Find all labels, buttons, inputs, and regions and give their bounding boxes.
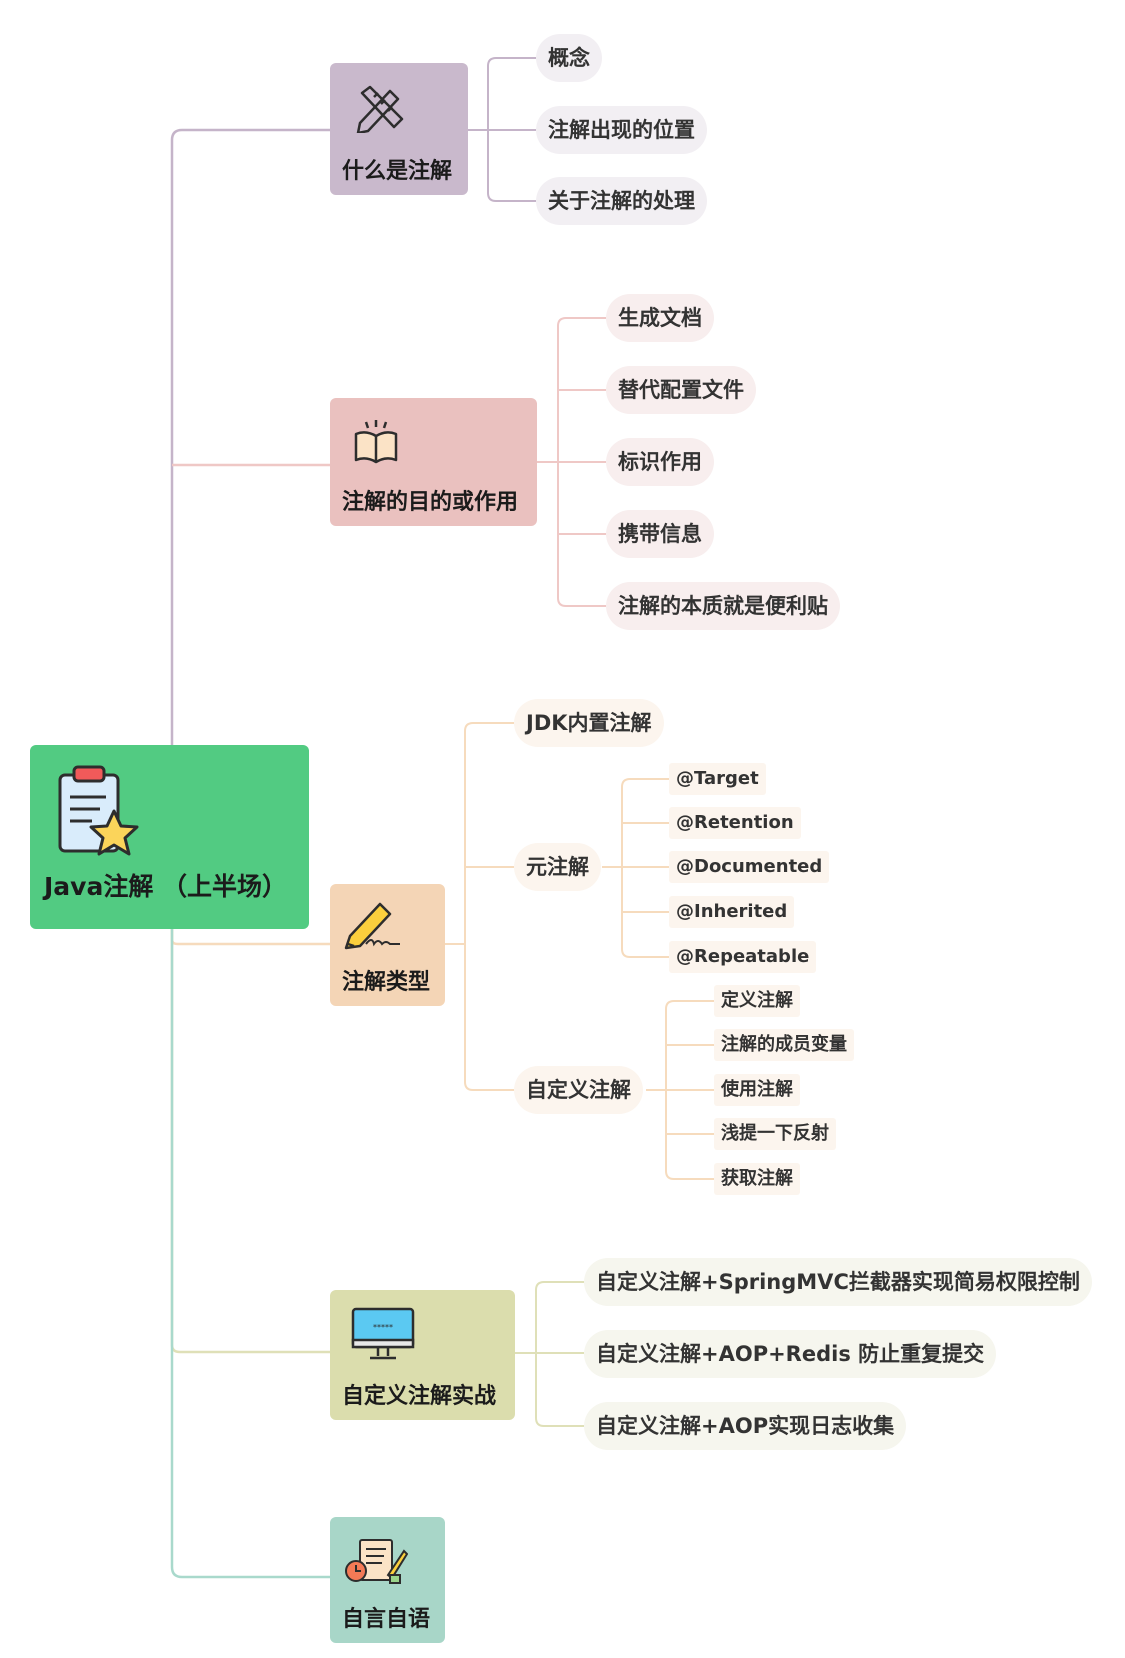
practice-springmvc-interceptor[interactable]: 自定义注解+SpringMVC拦截器实现简易权限控制 bbox=[584, 1258, 1092, 1306]
subtopic-annotation-position[interactable]: 注解出现的位置 bbox=[536, 106, 707, 154]
notes-clock-icon bbox=[345, 1539, 408, 1584]
clipboard-star-icon bbox=[58, 765, 139, 856]
pen-signature-icon bbox=[344, 902, 400, 950]
custom-define[interactable]: 定义注解 bbox=[714, 985, 800, 1017]
practice-aop-redis[interactable]: 自定义注解+AOP+Redis 防止重复提交 bbox=[584, 1330, 997, 1378]
topic-what-is-annotation[interactable]: 什么是注解 bbox=[330, 63, 468, 195]
meta-inherited[interactable]: @Inherited bbox=[669, 896, 795, 928]
custom-members[interactable]: 注解的成员变量 bbox=[714, 1029, 854, 1061]
meta-repeatable[interactable]: @Repeatable bbox=[669, 941, 817, 973]
topic-custom-practice[interactable]: ***** 自定义注解实战 bbox=[330, 1290, 515, 1420]
subtopic-custom-annotation[interactable]: 自定义注解 bbox=[514, 1066, 643, 1114]
subtopic-marker[interactable]: 标识作用 bbox=[606, 438, 714, 486]
meta-retention[interactable]: @Retention bbox=[669, 807, 801, 839]
practice-aop-logging[interactable]: 自定义注解+AOP实现日志收集 bbox=[584, 1402, 907, 1450]
custom-use[interactable]: 使用注解 bbox=[714, 1074, 800, 1106]
subtopic-concept[interactable]: 概念 bbox=[536, 34, 602, 82]
subtopic-carry-info[interactable]: 携带信息 bbox=[606, 510, 714, 558]
subtopic-replace-config[interactable]: 替代配置文件 bbox=[606, 366, 756, 414]
monitor-icon: ***** bbox=[351, 1307, 415, 1360]
pencil-ruler-icon bbox=[356, 85, 404, 133]
topic-monologue[interactable]: 自言自语 bbox=[330, 1517, 445, 1643]
topic-title: 什么是注解 bbox=[342, 159, 453, 184]
root-topic[interactable]: Java注解 （上半场） bbox=[30, 745, 309, 929]
subtopic-annotation-processing[interactable]: 关于注解的处理 bbox=[536, 177, 707, 225]
meta-documented[interactable]: @Documented bbox=[669, 851, 830, 883]
subtopic-sticky-note[interactable]: 注解的本质就是便利贴 bbox=[606, 582, 840, 630]
custom-get[interactable]: 获取注解 bbox=[714, 1163, 800, 1195]
subtopic-jdk-builtin[interactable]: JDK内置注解 bbox=[514, 699, 664, 747]
open-book-icon bbox=[354, 420, 398, 464]
topic-annotation-types[interactable]: 注解类型 bbox=[330, 884, 445, 1006]
svg-text:*****: ***** bbox=[373, 1323, 393, 1332]
topic-title: 自言自语 bbox=[342, 1607, 431, 1632]
meta-target[interactable]: @Target bbox=[669, 763, 766, 795]
custom-reflection[interactable]: 浅提一下反射 bbox=[714, 1118, 836, 1150]
topic-title: 自定义注解实战 bbox=[342, 1384, 497, 1409]
root-title: Java注解 （上半场） bbox=[44, 872, 288, 901]
topic-title: 注解类型 bbox=[342, 970, 431, 995]
subtopic-generate-docs[interactable]: 生成文档 bbox=[606, 294, 714, 342]
topic-annotation-purpose[interactable]: 注解的目的或作用 bbox=[330, 398, 537, 526]
subtopic-meta-annotation[interactable]: 元注解 bbox=[514, 843, 601, 891]
topic-title: 注解的目的或作用 bbox=[342, 490, 519, 515]
